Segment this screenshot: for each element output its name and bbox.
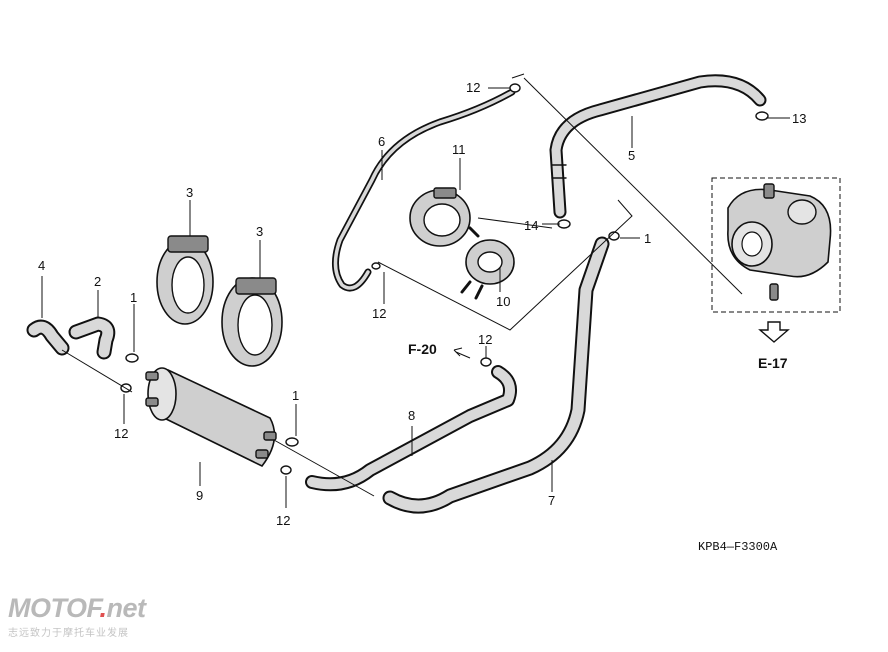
label-part-1c: 1 [644,231,651,246]
hose-5 [549,74,767,219]
label-part-12d: 12 [466,80,480,95]
clamp-12d [509,83,521,93]
watermark-logo: MOTOF.net [8,593,146,623]
clamp-12c [480,357,492,367]
label-part-3a: 3 [186,185,193,200]
label-part-6: 6 [378,134,385,149]
ring-11 [409,187,471,247]
clamp-1a [125,353,139,363]
label-part-14: 14 [524,218,538,233]
label-part-1a: 1 [130,290,137,305]
label-part-1b: 1 [292,388,299,403]
label-part-2: 2 [94,274,101,289]
label-part-11: 11 [452,142,466,157]
hose-6 [332,88,516,292]
valve-10 [460,226,515,300]
label-part-3b: 3 [256,224,263,239]
reference-e17: E-17 [758,355,788,371]
label-part-4: 4 [38,258,45,273]
bracket-3-right [221,277,283,367]
clamp-1c [608,231,620,241]
hose-4 [26,319,70,356]
hose-2 [68,316,116,360]
clamp-13 [755,111,769,121]
label-part-7: 7 [548,493,555,508]
label-part-13: 13 [792,111,806,126]
clamp-1b [285,437,299,447]
label-part-9: 9 [196,488,203,503]
clamp-12b [280,465,292,475]
watermark: MOTOF.net 志远致力于摩托车业发展 [8,594,178,639]
label-part-12b: 12 [276,513,290,528]
label-part-10: 10 [496,294,510,309]
hose-7 [382,236,610,514]
down-arrow-icon [758,321,790,343]
watermark-subtitle: 志远致力于摩托车业发展 [8,628,129,639]
canister-9 [145,367,277,468]
leader-lines [41,73,790,508]
label-part-12e: 12 [372,306,386,321]
reference-f20: F-20 [408,341,437,357]
throttle-body-detail [711,177,841,313]
label-part-8: 8 [408,408,415,423]
hose-8 [305,365,517,492]
drawing-code: KPB4—F3300A [698,540,778,554]
bracket-3-left [156,235,214,325]
clamp-12e [371,262,381,270]
label-part-5: 5 [628,148,635,163]
label-part-12c: 12 [478,332,492,347]
label-part-12a: 12 [114,426,128,441]
